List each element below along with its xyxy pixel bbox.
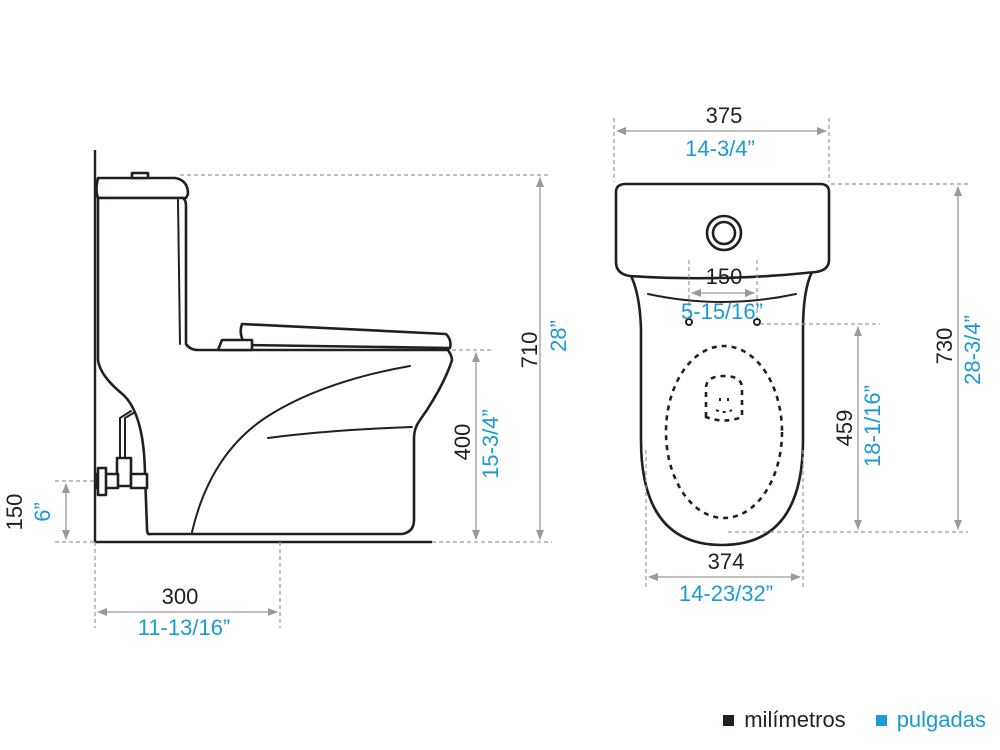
valve-nut xyxy=(129,472,149,490)
inch-legend-label: pulgadas xyxy=(896,707,986,733)
dim-bowl-length-mm: 459 xyxy=(832,410,857,447)
supply-pipe xyxy=(119,410,136,463)
dim-bowl-width-inch: 14-23/32” xyxy=(679,581,773,606)
trap-opening xyxy=(704,374,744,422)
dim-total-depth-mm: 730 xyxy=(932,328,957,365)
tank-front-edge xyxy=(177,199,181,345)
flush-button xyxy=(130,171,150,180)
inch-legend-swatch xyxy=(875,714,887,726)
mounting-hole-right xyxy=(753,318,761,326)
dim-supply-height-inch: 6” xyxy=(30,502,55,522)
units-legend: milímetros pulgadas xyxy=(723,706,986,733)
dim-rough-in-mm: 300 xyxy=(162,584,199,609)
dim-outlet-spacing-mm: 150 xyxy=(706,264,743,289)
mm-legend-swatch xyxy=(723,714,735,726)
tank-front-curve xyxy=(647,293,797,303)
dim-height-total-inch: 28” xyxy=(546,320,571,352)
tank-lid xyxy=(95,176,190,200)
dim-rough-in-inch: 11-13/16” xyxy=(138,615,231,640)
side-view: 710 28” 400 15-3/4” 150 6” 300 11-13/16” xyxy=(2,150,571,640)
dim-tank-width-inch: 14-3/4” xyxy=(685,136,755,161)
toilet-body xyxy=(96,196,454,536)
dim-height-total-mm: 710 xyxy=(517,332,542,369)
dim-seat-height-inch: 15-3/4” xyxy=(478,409,503,479)
valve-handle xyxy=(96,466,108,497)
seat-hinge xyxy=(216,338,254,352)
dim-outlet-spacing-inch: 5-15/16” xyxy=(681,299,763,324)
dim-bowl-length-inch: 18-1/16” xyxy=(860,385,885,467)
dim-bowl-width-mm: 374 xyxy=(708,549,745,574)
mm-legend-label: milímetros xyxy=(744,707,846,733)
dim-seat-height-mm: 400 xyxy=(450,424,475,461)
bowl-contour xyxy=(267,426,413,439)
mounting-hole-left xyxy=(685,318,693,326)
bowl-rim xyxy=(664,344,784,520)
top-view: 375 14-3/4” 150 5-15/16” 459 18-1/16” 73… xyxy=(613,103,985,606)
toilet-seat xyxy=(239,322,452,350)
supply-valve xyxy=(115,456,133,488)
trap-detail xyxy=(715,398,733,413)
dim-supply-height-mm: 150 xyxy=(2,494,27,531)
body-contour xyxy=(191,365,411,533)
dim-total-depth-inch: 28-3/4” xyxy=(960,315,985,385)
dim-tank-width-mm: 375 xyxy=(706,103,743,128)
